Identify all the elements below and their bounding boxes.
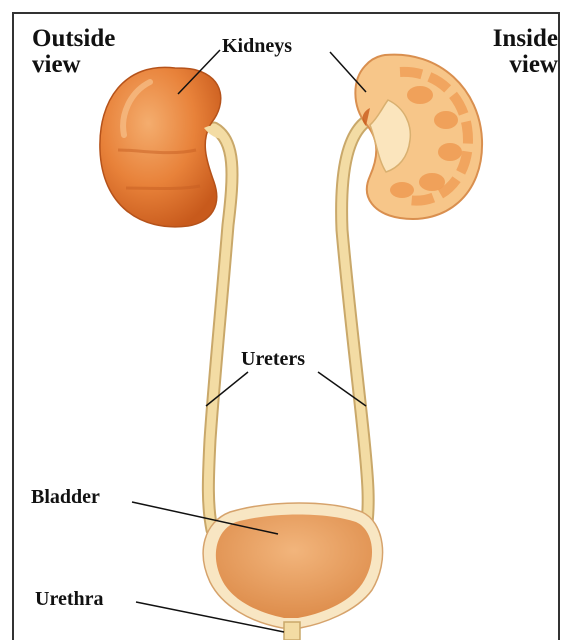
outside-view-line-2: view [32,52,115,78]
bladder-label: Bladder [31,487,100,508]
urethra-label: Urethra [35,589,104,610]
outside-view-label: Outside view [32,26,115,79]
kidney-outside-view [100,67,228,226]
kidneys-label: Kidneys [222,36,292,57]
outside-view-line-1: Outside [32,26,115,52]
urethra-tube [284,622,300,640]
ureters-label: Ureters [241,349,305,370]
inside-view-line-2: view [493,52,558,78]
kidney-inside-view [355,55,482,219]
inside-view-line-1: Inside [493,26,558,52]
bladder-illustration [203,503,382,628]
inside-view-label: Inside view [493,26,558,79]
